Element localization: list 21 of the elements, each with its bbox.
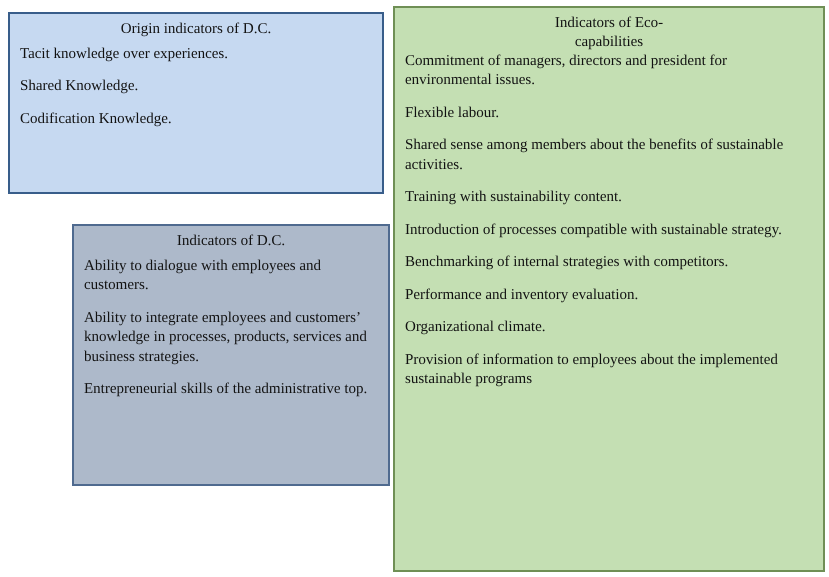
indicator-text: Performance and inventory evaluation. [405, 286, 640, 304]
indicator-text: Ability to dialogue with employees and customers. [84, 256, 322, 296]
indicator-text: Codification Knowledge. [20, 110, 173, 129]
indicator-text: Tacit knowledge over experiences. [20, 44, 230, 64]
indicator-text: Organizational climate. [405, 318, 547, 337]
indicator-text: Commitment of managers, directors and president for environmental issues. [405, 52, 728, 90]
indicator-text: Shared Knowledge. [20, 77, 140, 96]
indicator-text: Entrepreneurial skills of the administrative top. [84, 380, 368, 400]
box-heading: Origin indicators of D.C. [120, 20, 272, 39]
indicator-text: Introduction of processes compatible with sustainable strategy. [405, 220, 783, 240]
indicator-text: Provision of information to employees about the implemented sustainable programs [405, 350, 779, 389]
box-heading: Indicators of Eco-capabilities [554, 14, 664, 52]
indicator-text: Training with sustainability content. [405, 188, 623, 207]
indicator-box [72, 224, 390, 486]
indicator-text: Shared sense among members about the benefits of sustainable activities. [405, 136, 784, 174]
indicator-text: Benchmarking of internal strategies with competitors. [405, 253, 730, 272]
indicator-box [8, 12, 384, 194]
indicator-text: Ability to integrate employees and customers’ knowledge in processes, products, services and business strategies. [84, 308, 368, 367]
box-heading: Indicators of D.C. [176, 232, 286, 251]
indicator-text: Flexible labour. [405, 104, 500, 122]
indicator-box [393, 6, 825, 572]
